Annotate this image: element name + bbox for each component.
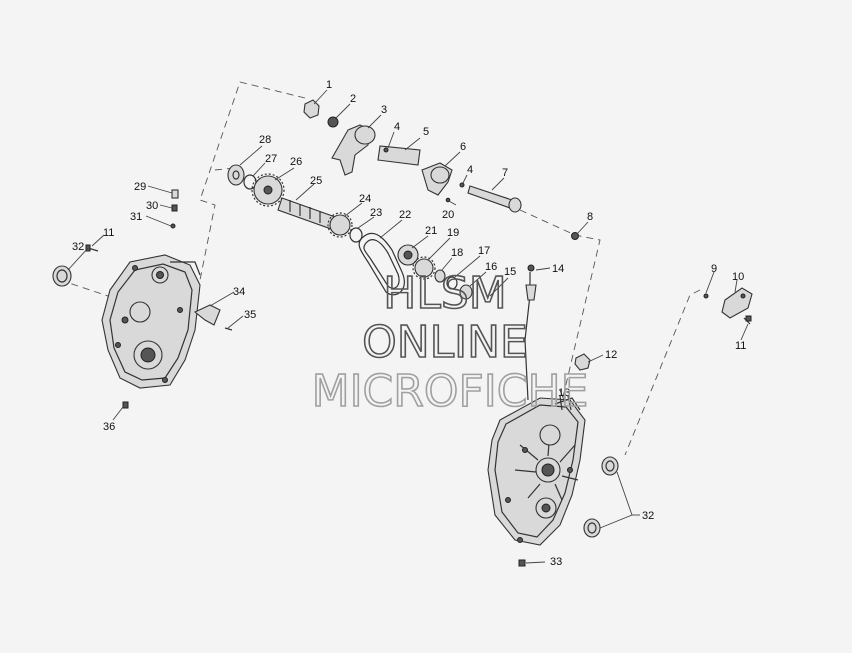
callout-4b: 4	[467, 164, 473, 176]
seals-32-right	[583, 456, 619, 538]
callout-31: 31	[130, 211, 142, 223]
callout-18: 18	[451, 247, 463, 259]
callout-29: 29	[134, 181, 146, 193]
callout-32-right: 32	[642, 510, 654, 522]
callout-28: 28	[259, 134, 271, 146]
watermark-line-2: ONLINE	[362, 317, 528, 368]
callout-13: 13	[558, 387, 570, 399]
callout-25: 25	[310, 175, 322, 187]
callout-1: 1	[326, 79, 332, 91]
drain-bolt-36	[122, 401, 129, 409]
callout-20: 20	[442, 209, 454, 221]
callout-labels: 1 2 3 4 5 6 4 7 8 28 27 26 25 24 23 22 2…	[72, 79, 746, 568]
callout-34: 34	[233, 286, 245, 298]
callout-4: 4	[394, 121, 400, 133]
callout-8: 8	[587, 211, 593, 223]
nut-12-studs-13	[559, 353, 591, 411]
callout-7: 7	[502, 167, 508, 179]
callout-14: 14	[552, 263, 564, 275]
callout-5: 5	[423, 126, 429, 138]
callout-33: 33	[550, 556, 562, 568]
fasteners-29-31	[170, 189, 179, 229]
callout-10: 10	[732, 271, 744, 283]
callout-15: 15	[504, 266, 516, 278]
callout-26: 26	[290, 156, 302, 168]
watermark-line-3: MICROFICHE	[312, 366, 589, 417]
callout-11-right: 11	[735, 340, 746, 352]
callout-19: 19	[447, 227, 459, 239]
watermark: HLSM ONLINE MICROFICHE	[311, 267, 589, 418]
callout-6: 6	[460, 141, 466, 153]
callout-27: 27	[265, 153, 277, 165]
seal-32-left	[52, 265, 72, 287]
callout-17: 17	[478, 245, 490, 257]
drain-33	[518, 559, 526, 567]
callout-23: 23	[370, 207, 382, 219]
watermark-line-1: HLSM	[383, 268, 507, 319]
callout-22: 22	[399, 209, 411, 221]
shaft-assembly	[227, 99, 579, 401]
callout-2: 2	[350, 93, 356, 105]
leader-lines	[67, 89, 749, 564]
callout-24: 24	[359, 193, 371, 205]
callout-9: 9	[711, 263, 717, 275]
callout-30: 30	[146, 200, 158, 212]
callout-32-left: 32	[72, 241, 84, 253]
callout-21: 21	[425, 225, 437, 237]
cover-9-10-11	[703, 287, 753, 325]
callout-12: 12	[605, 349, 617, 361]
callout-35: 35	[244, 309, 256, 321]
right-gear-case	[487, 397, 586, 546]
callout-11-left: 11	[103, 227, 114, 239]
detent-34-35	[193, 304, 233, 331]
callout-3: 3	[381, 104, 387, 116]
callout-36: 36	[103, 421, 115, 433]
left-gear-case	[101, 254, 201, 389]
callout-16: 16	[485, 261, 497, 273]
